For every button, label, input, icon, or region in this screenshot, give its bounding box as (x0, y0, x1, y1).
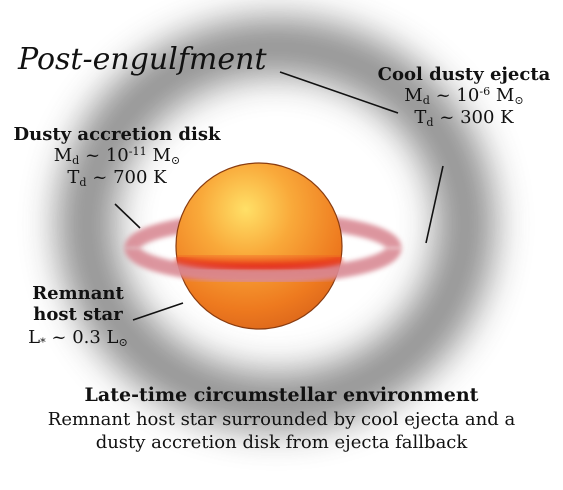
disk-leader-line (114, 203, 141, 229)
star-label: Remnant host star L* ~ 0.3 L⊙ (18, 283, 138, 349)
disk-label: Dusty accretion disk Md ~ 10-11 M⊙ Td ~ … (8, 124, 226, 189)
star-heading-line2: host star (33, 304, 123, 325)
accretion-disk-front (124, 246, 402, 284)
ejecta-temperature: Td ~ 300 K (414, 106, 514, 129)
star-luminosity: L* ~ 0.3 L⊙ (28, 327, 128, 349)
ejecta-leader-line-right (425, 165, 444, 244)
caption-line-2: dusty accretion disk from ejecta fallbac… (95, 432, 468, 453)
ejecta-shell (57, 17, 495, 431)
caption-line-1: Remnant host star surrounded by cool eje… (47, 409, 516, 430)
ejecta-mass: Md ~ 10-6 M⊙ (404, 85, 524, 107)
star-heading-line1: Remnant (32, 283, 124, 304)
host-star (175, 162, 343, 330)
caption-title: Late-time circumstellar environment (84, 384, 479, 406)
diagram-title: Post-engulfment (18, 42, 267, 77)
ejecta-leader-line (279, 71, 399, 114)
caption: Late-time circumstellar environment Remn… (0, 384, 563, 453)
star-leader-line (132, 302, 184, 321)
disk-heading: Dusty accretion disk (13, 124, 221, 145)
disk-temperature: Td ~ 700 K (67, 166, 167, 189)
disk-mass: Md ~ 10-11 M⊙ (53, 145, 181, 167)
accretion-disk-front-core (174, 255, 344, 272)
ejecta-label: Cool dusty ejecta Md ~ 10-6 M⊙ Td ~ 300 … (366, 64, 562, 129)
ejecta-heading: Cool dusty ejecta (377, 64, 551, 85)
